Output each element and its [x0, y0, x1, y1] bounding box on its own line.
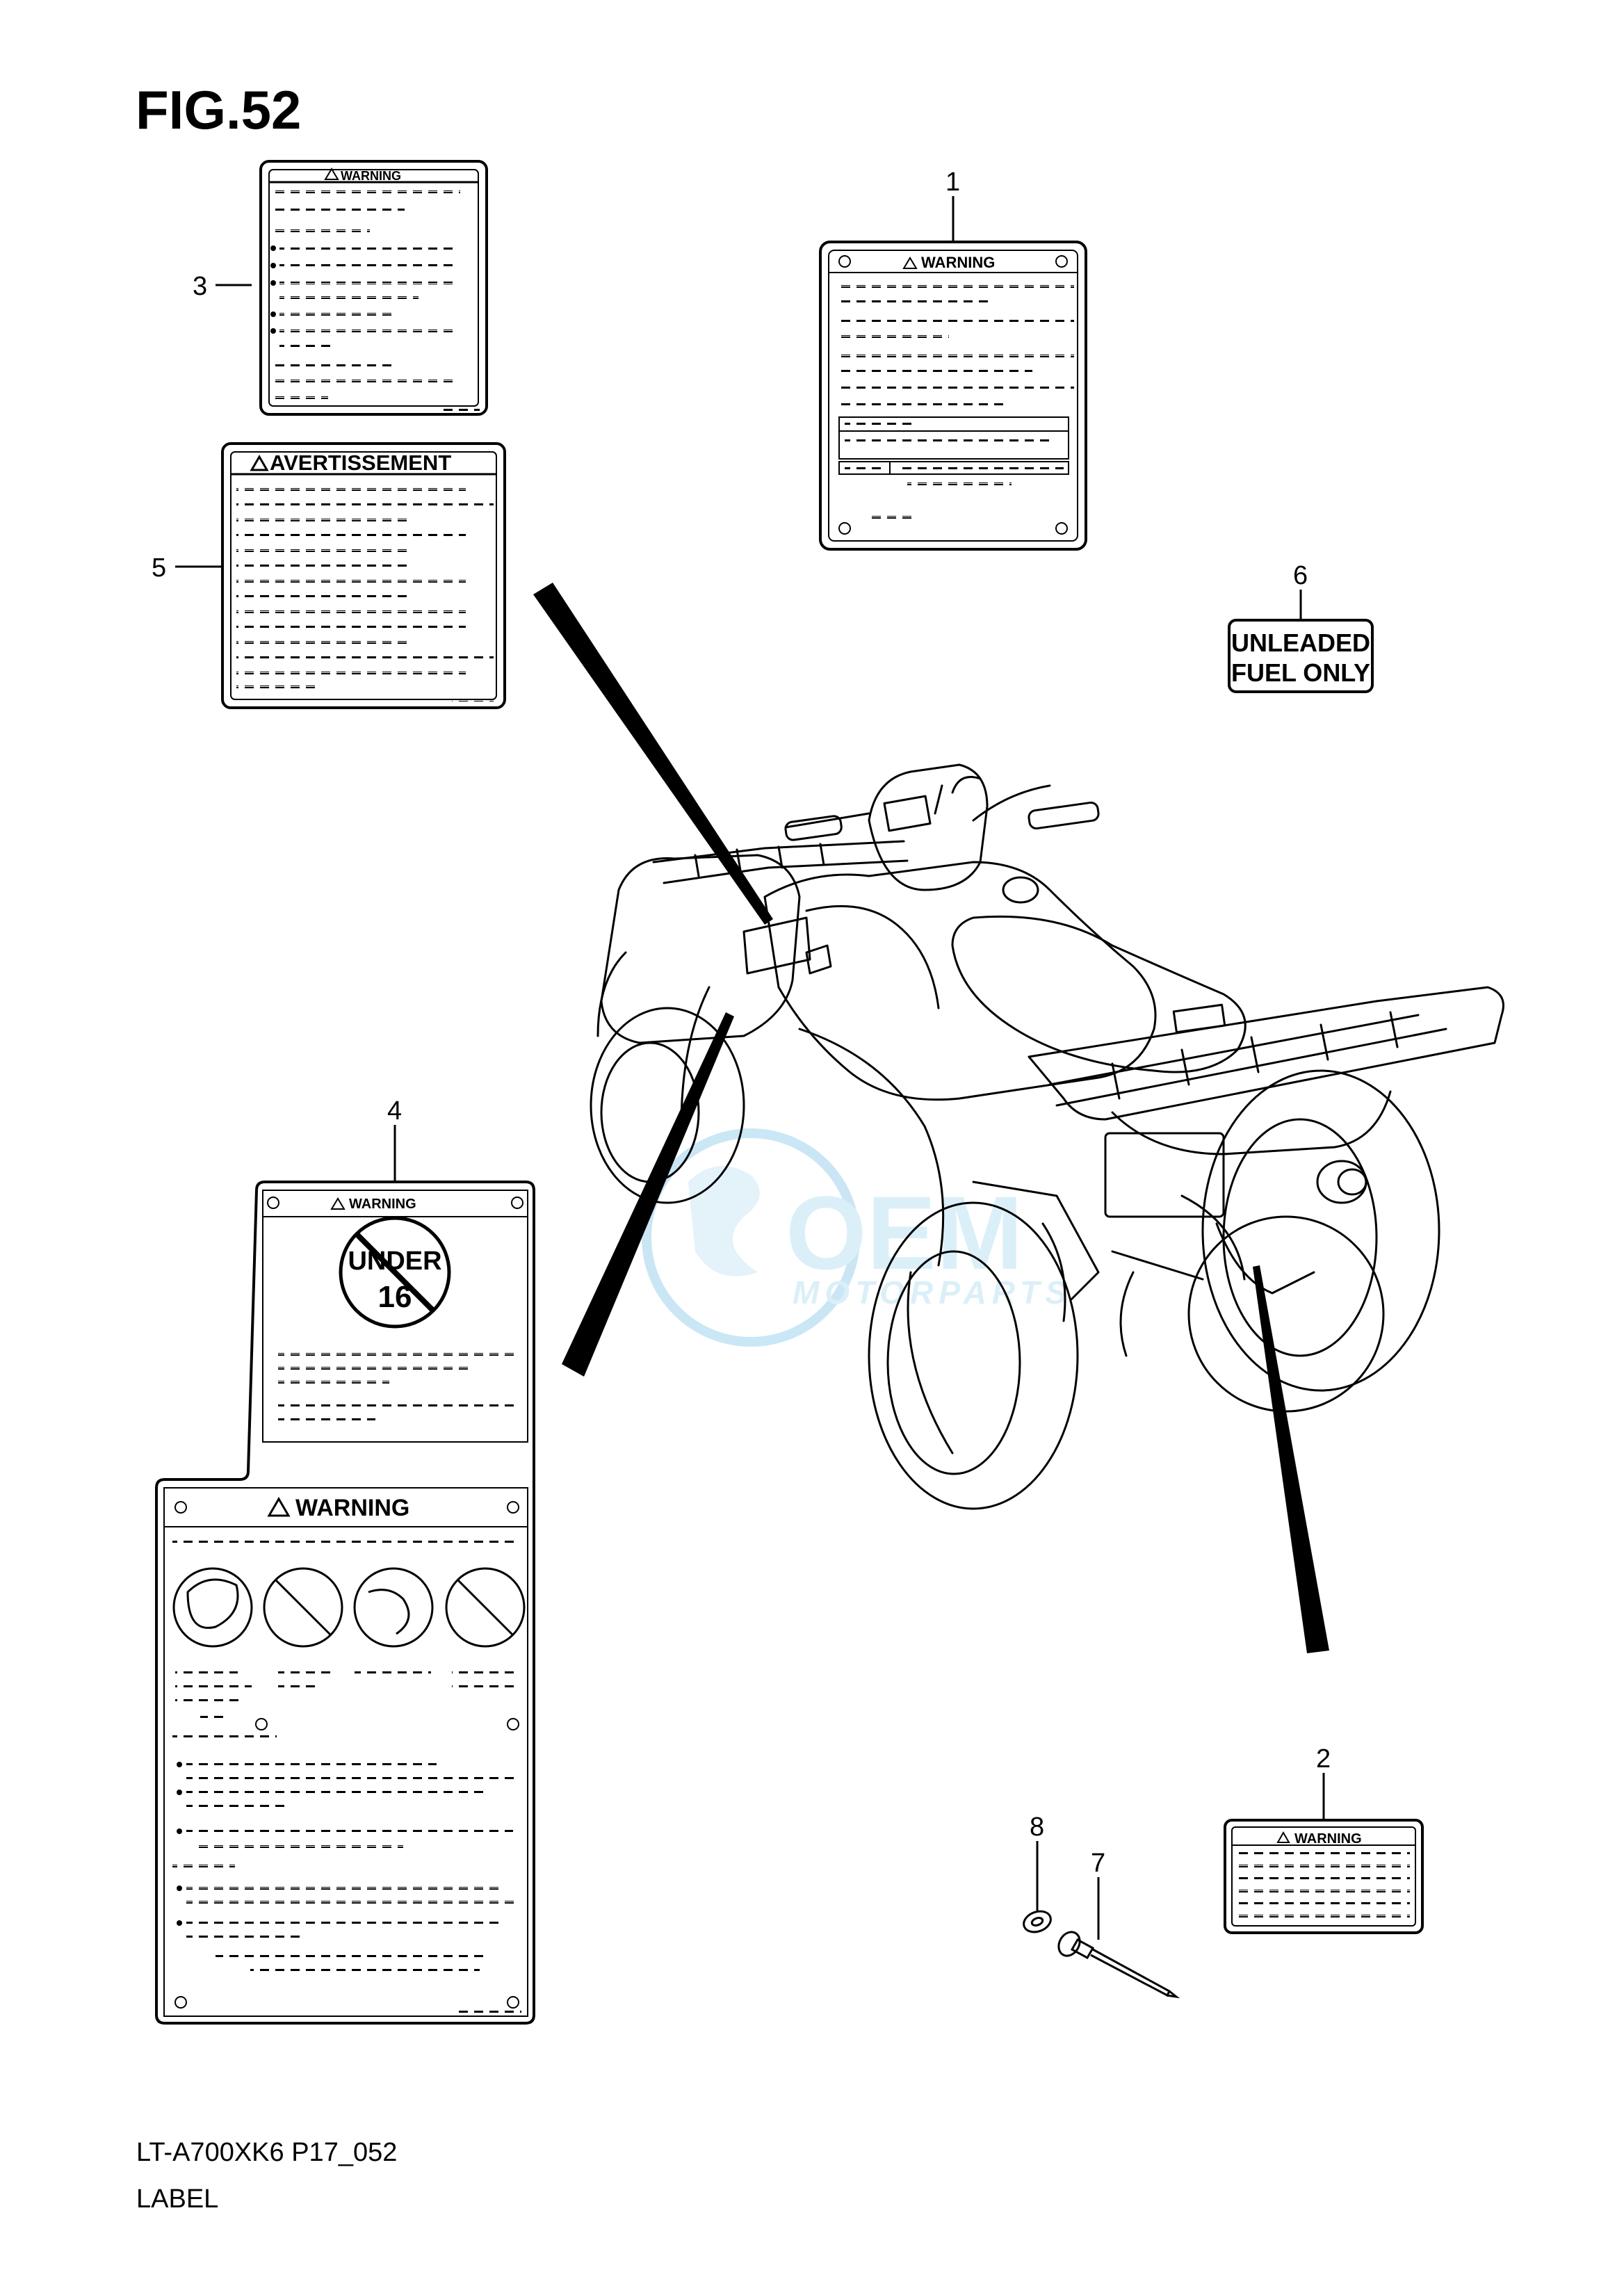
watermark: OEM MOTORPARTS: [642, 1128, 1072, 1347]
under-16-badge-number: 16: [378, 1280, 412, 1314]
label-2: WARNING: [1224, 1819, 1424, 1934]
label-3: WARNING: [259, 160, 488, 416]
watermark-brand: OEM: [786, 1174, 1023, 1291]
leader-wedge-front: [1253, 1265, 1329, 1653]
callout-8: 8: [1030, 1813, 1044, 1842]
callout-3: 3: [193, 272, 207, 301]
prohibition-icons: [172, 1567, 526, 1648]
label-6-line-2: FUEL ONLY: [1231, 658, 1370, 687]
label-4-heading-lower: WARNING: [295, 1495, 409, 1521]
callout-4: 4: [387, 1096, 402, 1126]
figure-title: FIG.52: [136, 79, 301, 140]
callout-2: 2: [1316, 1744, 1331, 1774]
under-16-icon: UNDER 16: [339, 1216, 451, 1329]
warning-triangle-icon: [267, 1497, 291, 1517]
callout-5: 5: [152, 553, 166, 583]
warning-triangle-icon: [902, 257, 918, 269]
label-4-heading-upper: WARNING: [349, 1197, 416, 1212]
warning-triangle-icon: [324, 168, 339, 180]
leader-wedge-lower: [562, 1012, 734, 1377]
watermark-subtitle: MOTORPARTS: [793, 1274, 1072, 1311]
callout-7: 7: [1091, 1849, 1105, 1878]
label-3-heading: WARNING: [341, 169, 401, 183]
callout-6: 6: [1293, 561, 1308, 590]
no-drinking-icon: [445, 1567, 526, 1648]
label-5: AVERTISSEMENT: [221, 442, 506, 709]
watermark-globe-icon: [642, 1128, 860, 1347]
warning-triangle-icon: [250, 455, 269, 471]
warning-triangle-icon: [330, 1197, 346, 1210]
model-code: LT-A700XK6 P17_052: [136, 2138, 397, 2167]
label-1: WARNING: [819, 241, 1087, 551]
label-6: UNLEADED FUEL ONLY: [1228, 619, 1374, 693]
label-4: WARNING UNDER 16 WARNING: [155, 1181, 535, 2025]
under-16-badge-top: UNDER: [348, 1247, 441, 1276]
footer-caption: LABEL: [136, 2184, 218, 2214]
warning-triangle-icon: [1276, 1831, 1290, 1843]
washer-8: [1023, 1910, 1052, 1933]
atv-drawing: [590, 763, 1504, 1510]
label-5-heading: AVERTISSEMENT: [270, 451, 451, 475]
no-paved-road-icon: [353, 1567, 434, 1648]
no-passenger-icon: [263, 1567, 343, 1648]
leader-wedge-upper: [533, 583, 773, 925]
rivet-7: [1057, 1931, 1180, 1999]
label-1-heading: WARNING: [921, 254, 995, 271]
no-helmet-icon: [172, 1567, 253, 1648]
callout-1: 1: [945, 168, 960, 197]
label-2-heading: WARNING: [1294, 1831, 1362, 1847]
label-6-line-1: UNLEADED: [1231, 629, 1370, 657]
